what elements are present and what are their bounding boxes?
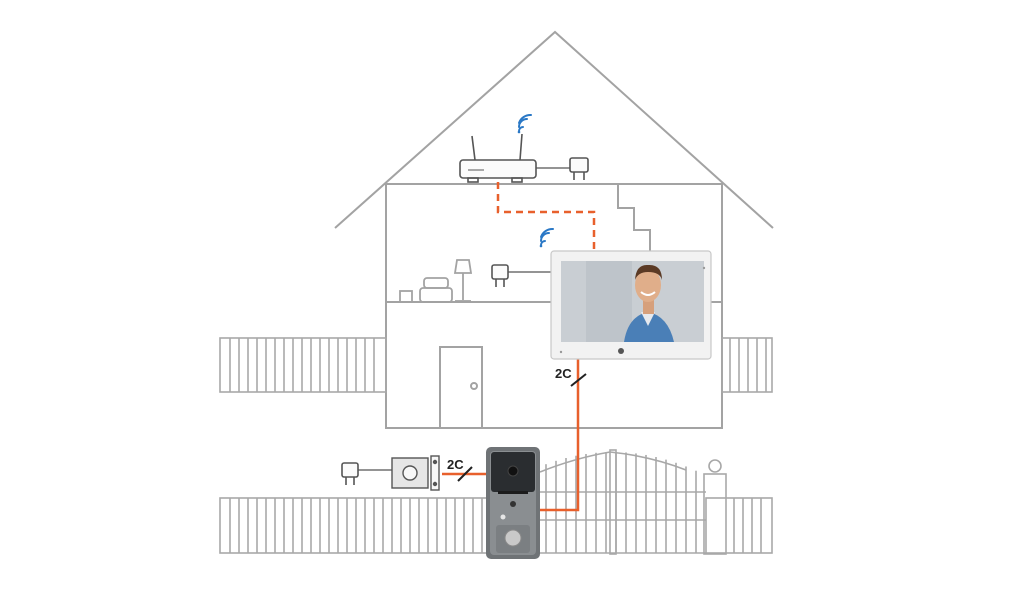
router-to-monitor-network-cable <box>498 182 594 250</box>
wifi-icon <box>540 229 553 247</box>
furniture <box>400 260 471 302</box>
monitor-cable-label: 2C <box>555 366 572 381</box>
doorbell-camera-icon <box>486 447 540 559</box>
indoor-monitor <box>551 251 711 359</box>
power-adapter-icon <box>492 265 551 287</box>
house-outline <box>335 32 773 428</box>
fence-left <box>220 338 488 553</box>
power-adapter-icon <box>342 463 392 485</box>
lock-cable-label: 2C <box>447 457 464 472</box>
router-icon <box>460 134 588 182</box>
wifi-icon <box>518 115 531 133</box>
fence-right <box>706 338 772 553</box>
gate <box>540 450 726 554</box>
lock-icon <box>392 456 439 490</box>
